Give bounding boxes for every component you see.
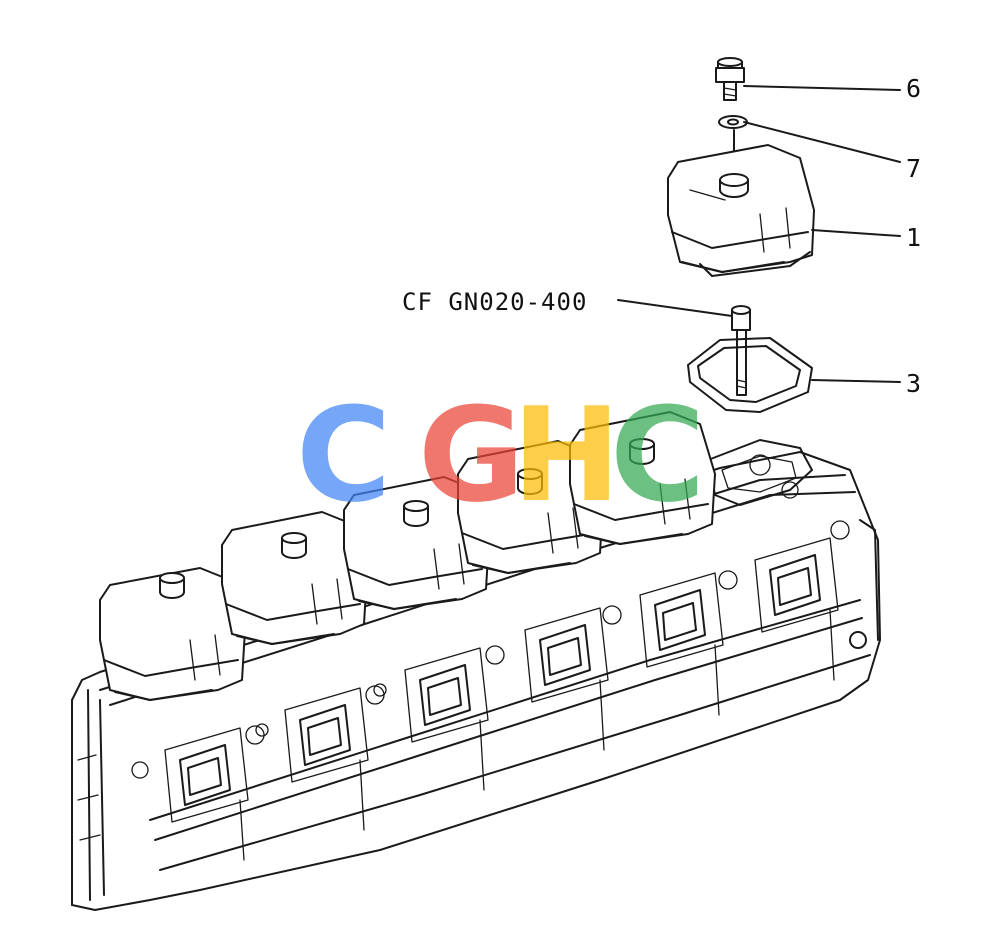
watermark-letter-c1: C xyxy=(296,379,391,531)
engine-block xyxy=(71,439,881,911)
installed-cover-4 xyxy=(457,440,604,574)
bolt-part xyxy=(715,57,745,101)
installed-covers xyxy=(99,411,716,701)
cylinder-head-cover-part xyxy=(667,129,815,277)
stud-bolt-part xyxy=(731,305,751,396)
watermark-letter-h: H xyxy=(512,379,621,531)
cover-gasket-part xyxy=(687,337,813,413)
watermark: C G H C xyxy=(296,379,705,531)
washer-part xyxy=(718,115,748,129)
leader-lines xyxy=(617,85,901,383)
installed-cover-2 xyxy=(221,511,368,645)
installed-cover-5 xyxy=(569,411,716,545)
installed-cover-1 xyxy=(99,567,246,701)
watermark-letter-g: G xyxy=(418,379,525,531)
callout-label-1: 1 xyxy=(906,223,921,252)
installed-cover-3 xyxy=(343,476,490,610)
callout-label-7: 7 xyxy=(906,154,921,183)
callout-label-6: 6 xyxy=(906,74,921,103)
reference-note: CF GN020-400 xyxy=(402,288,587,316)
watermark-letter-c2: C xyxy=(610,379,705,531)
callout-label-3: 3 xyxy=(906,369,921,398)
